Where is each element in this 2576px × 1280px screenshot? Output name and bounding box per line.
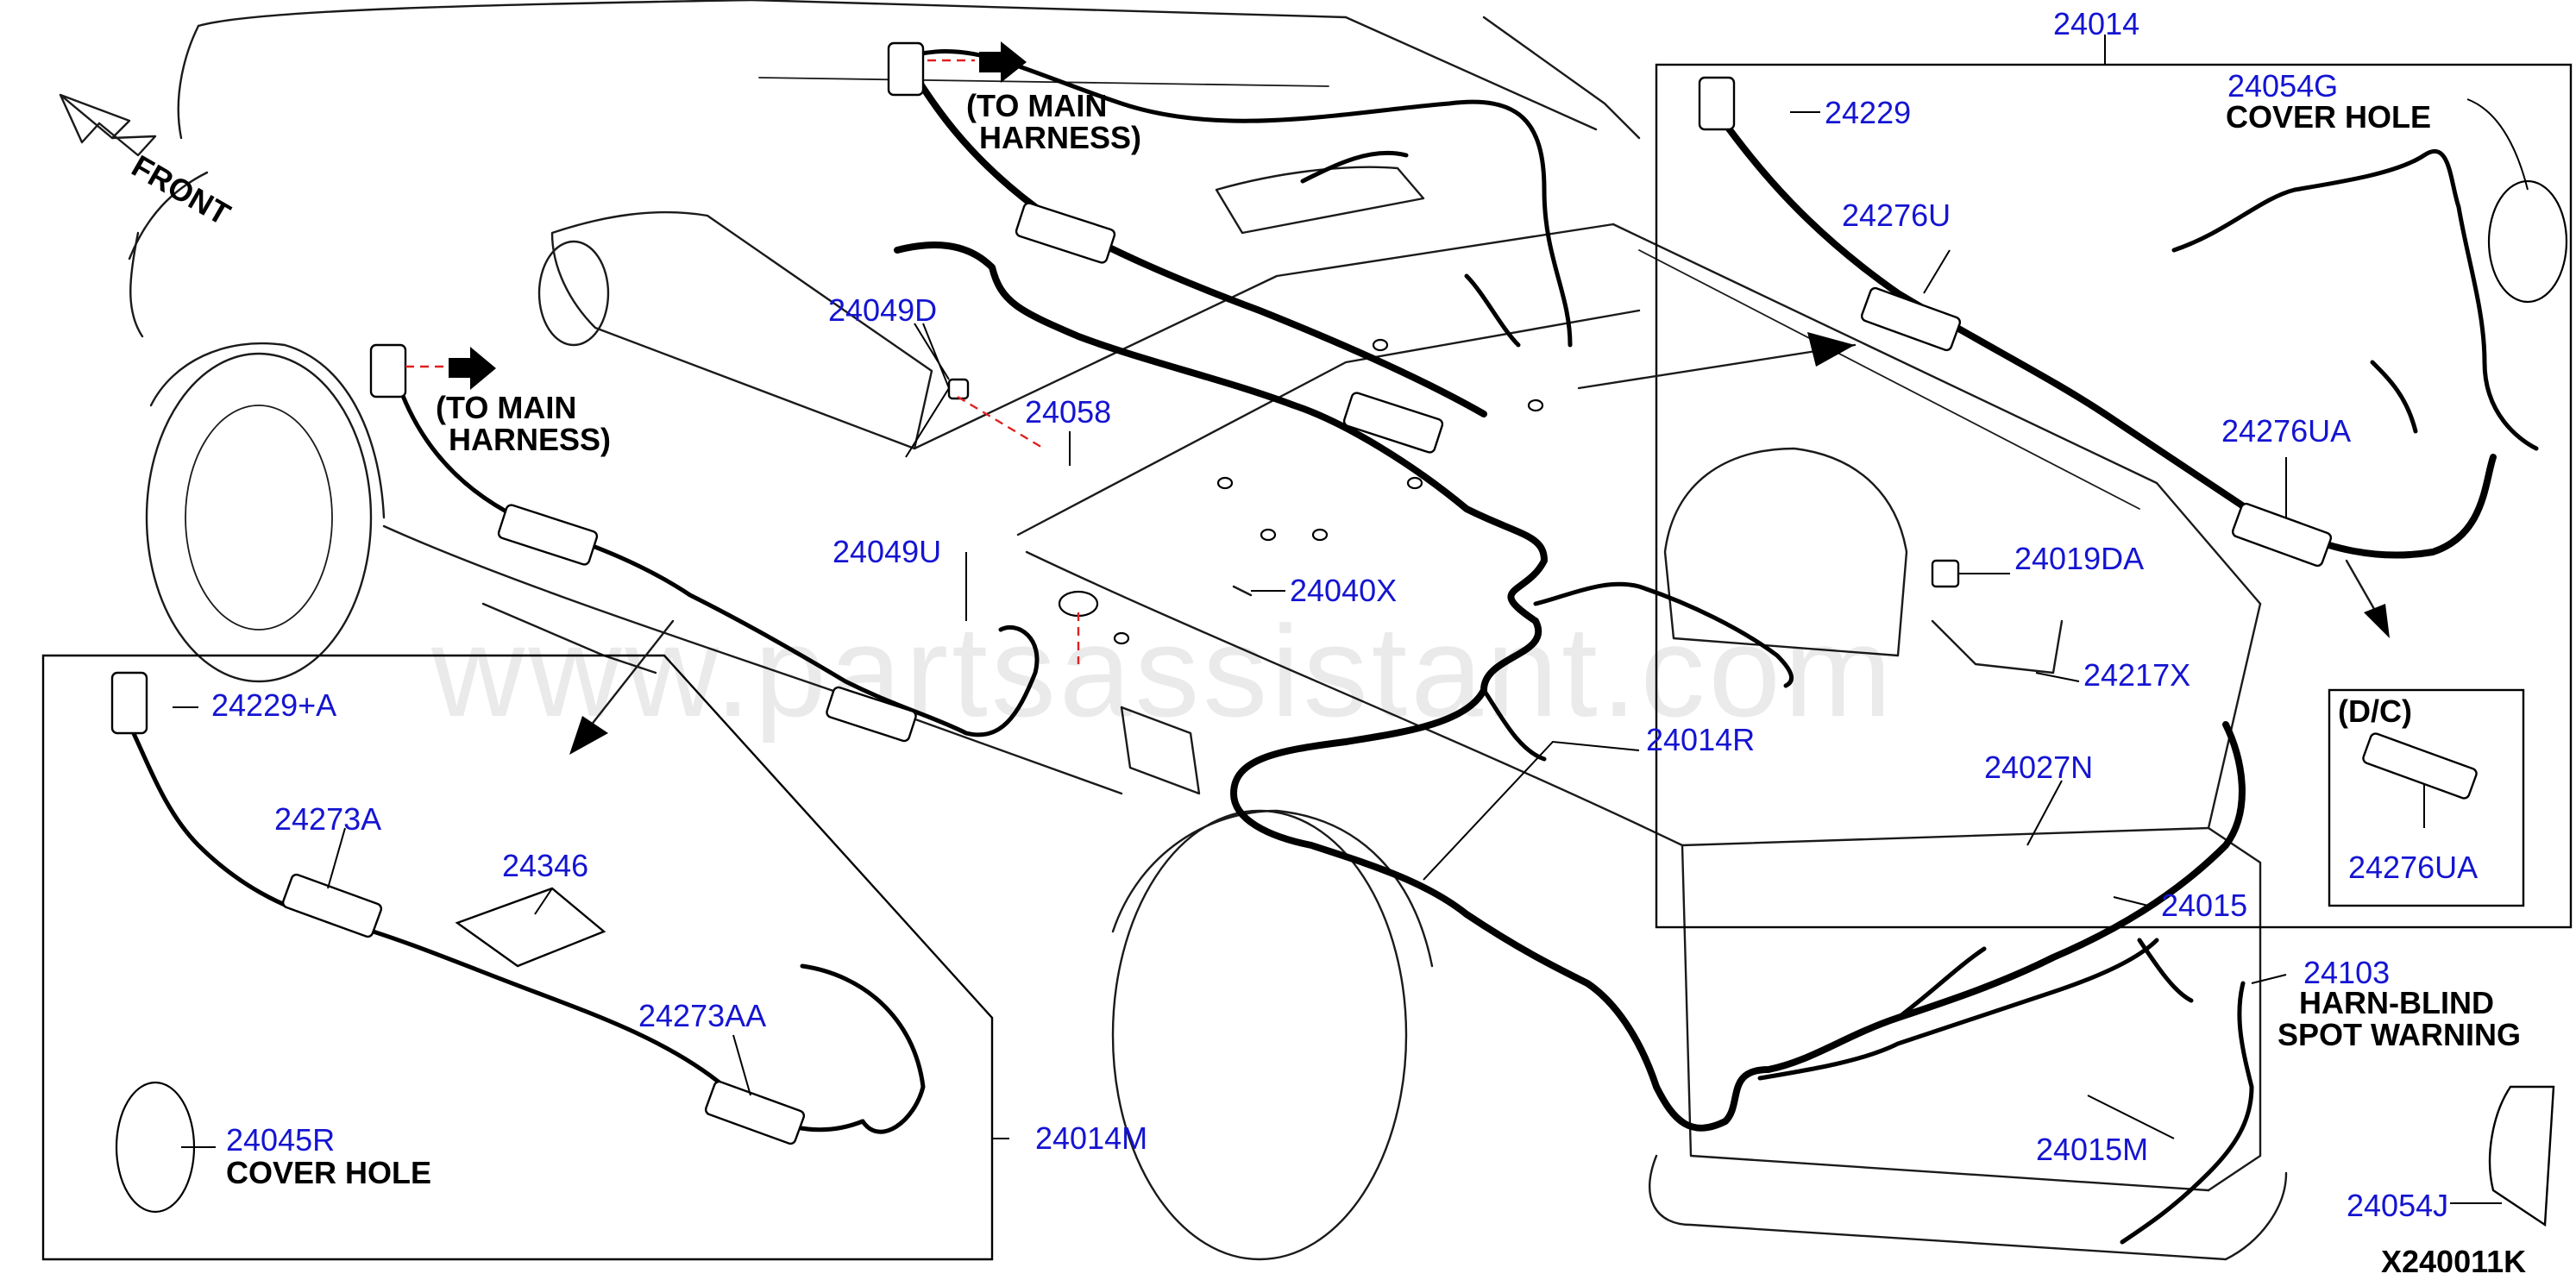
part-labels: 24014 24054G 24229 24276U 24276UA 24276U…	[211, 6, 2478, 1223]
to-main-harness-note-2: (TO MAIN	[436, 390, 576, 425]
dc-label: (D/C)	[2338, 693, 2412, 729]
main-harness-24014R	[894, 242, 2246, 1132]
front-direction-arrow: FRONT	[59, 93, 236, 232]
part-24014: 24014	[2053, 6, 2139, 41]
part-24014R: 24014R	[1646, 722, 1755, 757]
part-24054J: 24054J	[2347, 1188, 2448, 1223]
part-24276UA-dc: 24276UA	[2348, 850, 2478, 885]
part-24045R: 24045R	[226, 1122, 335, 1158]
part-24049U: 24049U	[832, 534, 941, 569]
cover-hole-note-2: COVER HOLE	[226, 1155, 431, 1190]
harn-blind-note-1: HARN-BLIND	[2299, 985, 2494, 1020]
part-24049D: 24049D	[828, 292, 937, 328]
part-24058: 24058	[1025, 394, 1111, 430]
inset-box-24014	[1655, 63, 2573, 929]
part-24273A: 24273A	[274, 801, 381, 837]
part-24054G: 24054G	[2227, 68, 2338, 104]
part-24273AA: 24273AA	[638, 998, 766, 1033]
part-24346: 24346	[502, 848, 588, 883]
harn-blind-note-2: SPOT WARNING	[2278, 1017, 2521, 1052]
diagram-code: X240011K	[2381, 1244, 2526, 1279]
part-24019DA: 24019DA	[2014, 541, 2144, 576]
upper-harness-24014	[895, 49, 1573, 417]
inset-right-harness	[1713, 109, 2539, 559]
part-24015: 24015	[2161, 888, 2247, 923]
part-24040X: 24040X	[1290, 573, 1397, 608]
blind-spot-harness-24103	[2120, 981, 2254, 1245]
part-24027N: 24027N	[1984, 750, 2093, 785]
to-main-harness-note-1b: HARNESS)	[979, 120, 1141, 155]
front-label: FRONT	[126, 147, 236, 232]
part-24276UA: 24276UA	[2221, 413, 2351, 449]
vehicle-outline	[128, 0, 2288, 1261]
leader-lines	[173, 35, 2529, 1204]
connectors	[110, 41, 2568, 1227]
part-24229-plus-A: 24229+A	[211, 687, 336, 723]
watermark: www.partsassistant.com	[430, 599, 1895, 744]
to-main-harness-note-2b: HARNESS)	[449, 422, 611, 457]
cover-hole-note-1: COVER HOLE	[2226, 99, 2431, 135]
part-24103: 24103	[2303, 955, 2390, 990]
part-24276U: 24276U	[1842, 198, 1951, 233]
tailgate-harness-24015M	[1757, 938, 2194, 1081]
part-24217X: 24217X	[2083, 657, 2190, 693]
inset-box-dc	[2328, 688, 2525, 907]
to-main-harness-note-1: (TO MAIN	[966, 88, 1107, 123]
part-24015M: 24015M	[2036, 1132, 2148, 1167]
part-24014M: 24014M	[1035, 1120, 1147, 1156]
part-24229: 24229	[1825, 95, 1911, 130]
